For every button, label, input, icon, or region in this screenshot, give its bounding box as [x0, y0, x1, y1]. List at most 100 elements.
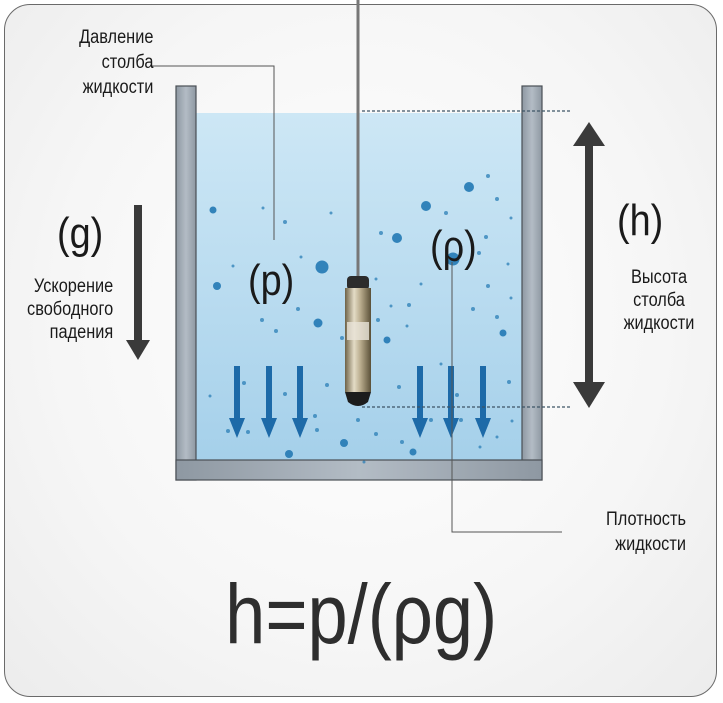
- bubble: [392, 233, 402, 243]
- bubble: [478, 445, 482, 449]
- height-label-line: жидкости: [623, 313, 695, 334]
- bubble: [471, 307, 475, 311]
- bubble: [439, 362, 443, 366]
- bubble: [283, 392, 287, 396]
- bubble: [340, 439, 348, 447]
- height-symbol: (h): [617, 196, 664, 245]
- probe-cap: [347, 276, 369, 290]
- pressure-arrow-shaft: [417, 366, 423, 422]
- bubble: [444, 211, 448, 215]
- bubble: [283, 220, 287, 224]
- bubble: [486, 174, 490, 178]
- bubble: [495, 197, 499, 201]
- pressure-arrow-shaft: [448, 366, 454, 422]
- bubble: [315, 428, 319, 432]
- gravity-label-line: падения: [49, 322, 113, 343]
- density-leader-line: [451, 262, 562, 533]
- pressure-label-line: Давление: [78, 27, 153, 48]
- container-right-wall: [521, 85, 543, 481]
- bubble: [213, 282, 221, 290]
- bubble: [356, 418, 360, 422]
- bubble: [419, 282, 423, 286]
- pressure-arrow-shaft: [480, 366, 486, 422]
- pressure-arrow-shaft: [234, 366, 240, 422]
- bubble: [274, 329, 278, 333]
- bubble: [231, 264, 235, 268]
- bubble: [499, 329, 507, 337]
- pressure-arrow-shaft: [266, 366, 272, 422]
- pressure-arrow-shaft: [297, 366, 303, 422]
- gravity-label-line: свободного: [26, 299, 113, 320]
- density-symbol: (ρ): [430, 222, 477, 271]
- bubble: [340, 336, 344, 340]
- bubble: [506, 262, 510, 266]
- bubble: [208, 394, 212, 398]
- pressure-arrow-head: [412, 418, 428, 438]
- bubble: [285, 450, 293, 458]
- bubble: [446, 252, 460, 266]
- container-bottom: [175, 459, 543, 481]
- bubble: [261, 206, 265, 210]
- height-arrow: [573, 122, 605, 408]
- bubble: [455, 393, 459, 397]
- pressure-arrow-head: [475, 418, 491, 438]
- bubble: [509, 296, 513, 300]
- bubble: [374, 277, 378, 281]
- bubble: [313, 318, 323, 328]
- bubble: [362, 460, 366, 464]
- density-label: Плотность жидкости: [606, 510, 686, 554]
- bubble: [313, 414, 317, 418]
- pressure-arrow-head: [292, 418, 308, 438]
- bubble: [495, 435, 499, 439]
- pressure-label-line: столба: [101, 52, 153, 73]
- bubble: [407, 303, 411, 307]
- container-left-wall: [175, 85, 197, 481]
- pressure-leader-line: [150, 65, 275, 240]
- bubble: [374, 432, 378, 436]
- bubble: [260, 318, 264, 322]
- probe-label: [347, 322, 369, 340]
- bubble: [464, 182, 474, 192]
- bubble: [389, 304, 393, 308]
- bubble: [379, 231, 383, 235]
- bubble: [209, 206, 217, 214]
- formula: h=p/(ρg): [0, 572, 723, 656]
- pressure-arrow-head: [443, 418, 459, 438]
- bubble: [409, 448, 417, 456]
- probe-tip: [345, 392, 371, 406]
- bubble: [299, 255, 303, 259]
- bubble: [405, 324, 409, 328]
- density-label-line: Плотность: [606, 509, 686, 530]
- bubble: [400, 440, 404, 444]
- pressure-label-line: жидкости: [82, 77, 153, 98]
- height-label-line: столба: [633, 290, 685, 311]
- bubble: [296, 307, 300, 311]
- bubble: [484, 235, 488, 239]
- bubble: [429, 418, 433, 422]
- pressure-arrows: [229, 366, 491, 438]
- bubble: [315, 260, 329, 274]
- bubble: [509, 216, 513, 220]
- bubble: [246, 430, 250, 434]
- bubble: [329, 211, 333, 215]
- bubble: [383, 336, 391, 344]
- height-label-line: Высота: [630, 267, 688, 288]
- pressure-symbol: (p): [248, 256, 295, 305]
- bubble: [459, 418, 463, 422]
- bubble: [486, 284, 490, 288]
- bubble: [397, 385, 401, 389]
- gravity-arrow: [126, 205, 150, 360]
- pressure-label: Давление столба жидкости: [79, 28, 153, 97]
- bubble: [477, 251, 481, 255]
- pressure-arrow-head: [261, 418, 277, 438]
- density-label-line: жидкости: [615, 534, 686, 555]
- bubble: [507, 380, 511, 384]
- formula-text: h=p/(ρg): [225, 567, 498, 661]
- level-sensor-probe: [345, 0, 371, 406]
- bubble: [325, 383, 329, 387]
- pressure-arrow-head: [229, 418, 245, 438]
- bubble: [376, 318, 380, 322]
- bubble: [242, 381, 246, 385]
- gravity-label-line: Ускорение: [33, 276, 114, 297]
